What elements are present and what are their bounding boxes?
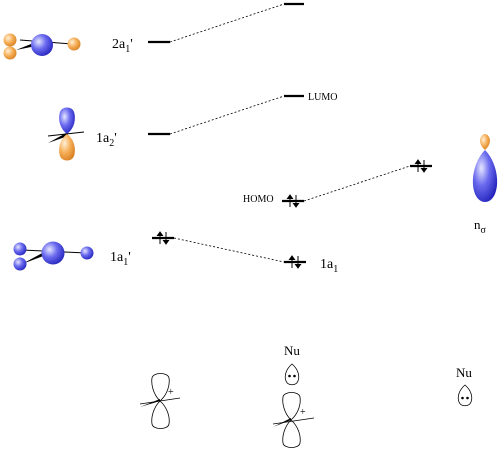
label-lumo: LUMO <box>308 92 337 103</box>
orbital-1a1-prime <box>13 241 94 271</box>
correlation-lines <box>169 3 411 263</box>
label-2a1-prime: 2a1' <box>112 37 133 55</box>
schematic-p-orbital-middle <box>272 392 315 448</box>
nucleophile-lone-pair-right <box>457 384 473 407</box>
electron-pair-n-sigma <box>414 159 428 173</box>
nucleophile-label-middle: Nu <box>284 343 300 358</box>
electron-pair-1a1 <box>288 255 302 269</box>
schematic-p-orbital-left <box>139 373 181 429</box>
orbital-2a1-prime <box>3 33 81 60</box>
electron-pair-1a1-prime <box>156 231 170 245</box>
nucleophile-label-right: Nu <box>456 365 472 380</box>
label-n-sigma: nσ <box>474 217 487 236</box>
orbital-n-sigma <box>472 134 498 202</box>
nucleophile-lone-pair-middle <box>284 363 300 386</box>
orbital-1a2-prime <box>47 107 85 161</box>
phase-sign-left: + <box>168 387 174 398</box>
label-homo: HOMO <box>243 194 274 205</box>
electron-pair-homo <box>286 194 300 208</box>
label-1a1-prime: 1a1' <box>110 250 131 268</box>
label-1a1: 1a1 <box>320 257 338 275</box>
phase-sign-middle: + <box>300 407 306 418</box>
label-1a2-prime: 1a2' <box>96 131 117 149</box>
